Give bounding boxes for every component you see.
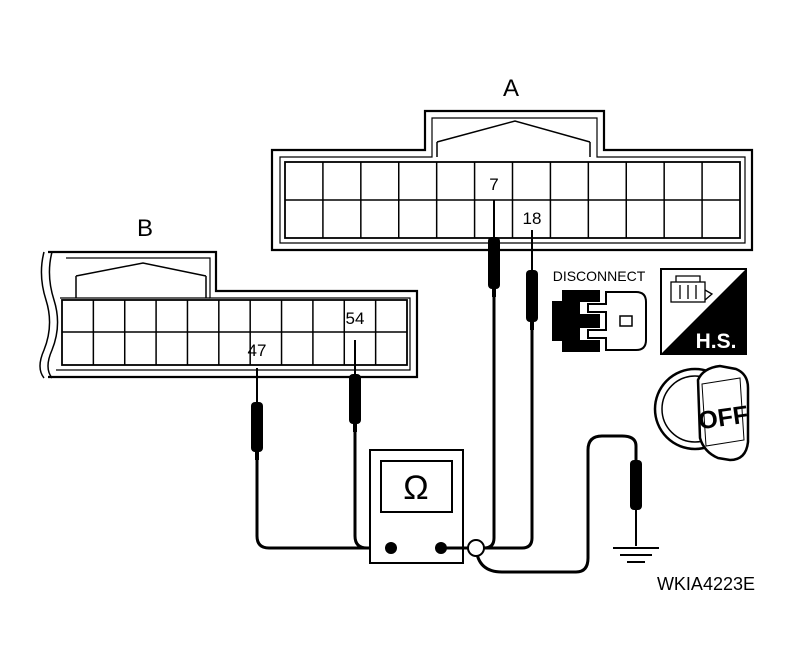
- connector-b-pin-54-label: 54: [346, 309, 365, 328]
- lead-pin-7: [483, 297, 496, 550]
- lead-ground: [474, 434, 638, 574]
- connector-b-latch: [75, 262, 207, 298]
- ohm-symbol: Ω: [403, 469, 428, 507]
- connector-a-latch: [436, 120, 591, 157]
- connector-a-inner-shell: [279, 117, 746, 244]
- meter-terminal-com: [385, 542, 397, 554]
- disconnect-connector-icon: [552, 290, 647, 352]
- probe-pin-47: [251, 368, 263, 460]
- probe-ground: [630, 446, 642, 546]
- lead-pin-18: [484, 330, 534, 550]
- connector-a-pin-18-label: 18: [523, 209, 542, 228]
- lead-junction: [467, 539, 485, 557]
- probe-pin-18: [526, 230, 538, 330]
- connector-a: [270, 109, 754, 252]
- lead-pin-47: [255, 460, 391, 550]
- disconnect-label: DISCONNECT: [553, 268, 646, 284]
- connector-a-label: A: [503, 75, 519, 102]
- hs-label: H.S.: [696, 330, 737, 353]
- connector-a-pin-7-label: 7: [489, 175, 498, 194]
- connector-b-inner-shell: [56, 257, 411, 371]
- connector-b-break-line: [39, 251, 51, 379]
- harness-side-icon: H.S.: [660, 268, 747, 355]
- ground-icon: [613, 547, 659, 563]
- figure-id: WKIA4223E: [657, 574, 755, 594]
- connector-b-pin-47-label: 47: [248, 341, 267, 360]
- lead-pin-54: [353, 432, 368, 550]
- probe-pin-7: [488, 200, 500, 297]
- test-leads: [255, 297, 638, 574]
- ohmmeter-icon: Ω: [369, 449, 464, 564]
- connector-a-shell: [270, 109, 754, 252]
- ignition-off-label: OFF: [697, 401, 750, 436]
- connector-b-label: B: [137, 215, 153, 242]
- probe-pin-54: [349, 340, 361, 432]
- ignition-key-off-icon: OFF: [653, 364, 750, 462]
